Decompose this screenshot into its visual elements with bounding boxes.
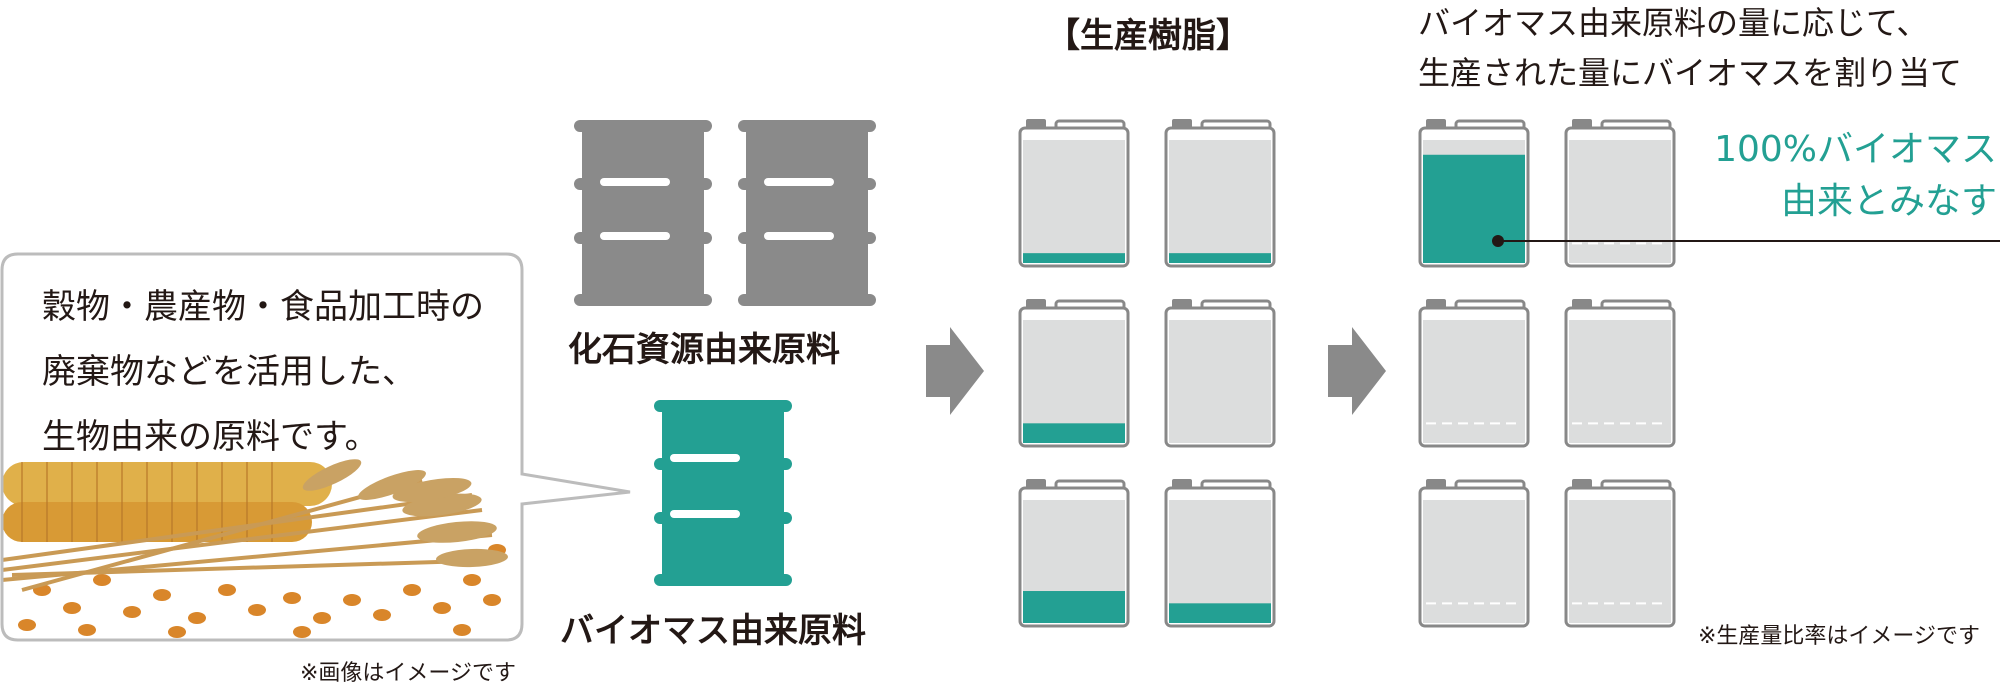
resin-can-icon (1564, 479, 1676, 628)
resin-can-icon (1564, 299, 1676, 448)
image-note: ※画像はイメージです (300, 661, 516, 686)
resin-can-icon (1418, 479, 1530, 628)
callout-line-text: 100%バイオマス (1714, 129, 1997, 170)
bio-fill (1169, 603, 1271, 623)
resin-can-icon (1564, 119, 1676, 268)
resin-can-icon (1018, 479, 1130, 628)
arrow-right-icon (926, 327, 984, 415)
resin-title: 【生産樹脂】 (1046, 16, 1250, 56)
bubble-line: 廃棄物などを活用した、 (42, 352, 416, 392)
fossil-barrels (574, 120, 876, 306)
ratio-note: ※生産量比率はイメージです (1698, 624, 1980, 649)
resin-can-icon (1418, 299, 1530, 448)
resin-can-icon (1418, 119, 1530, 268)
resin-can-icon (1164, 299, 1276, 448)
bubble-text: 穀物・農産物・食品加工時の 廃棄物などを活用した、 生物由来の原料です。 (42, 275, 512, 470)
bio-fill (1023, 423, 1125, 443)
allocated-can-grid (1418, 119, 1676, 628)
bio-fill (1423, 154, 1525, 263)
fossil-barrel-icon (738, 120, 876, 306)
resin-can-icon (1164, 119, 1276, 268)
grain-image (2, 440, 522, 640)
allocation-title: バイオマス由来原料の量に応じて、 生産された量にバイオマスを割り当て (1418, 0, 1962, 98)
speech-bubble (0, 252, 631, 642)
resin-can-grid (1018, 119, 1276, 628)
bio-fill (1023, 591, 1125, 623)
allocation-title-line: 生産された量にバイオマスを割り当て (1418, 54, 1963, 92)
fossil-label: 化石資源由来原料 (568, 330, 840, 370)
bubble-line: 穀物・農産物・食品加工時の (42, 287, 484, 327)
bio-fill (1169, 253, 1271, 263)
callout-line-text: 由来とみなす (1780, 181, 1997, 222)
arrow-right-icon (1328, 327, 1386, 415)
biomass-100-callout: 100%バイオマス 由来とみなす (1714, 124, 1997, 228)
bio-label: バイオマス由来原料 (560, 611, 866, 651)
bio-fill (1023, 253, 1125, 263)
allocation-title-line: バイオマス由来原料の量に応じて、 (1418, 4, 1929, 42)
fossil-barrel-icon (574, 120, 712, 306)
resin-can-icon (1164, 479, 1276, 628)
resin-can-icon (1018, 299, 1130, 448)
bio-barrel-icon (654, 400, 792, 586)
callout-line (1492, 235, 2000, 247)
bubble-line: 生物由来の原料です。 (42, 417, 379, 457)
resin-can-icon (1018, 119, 1130, 268)
